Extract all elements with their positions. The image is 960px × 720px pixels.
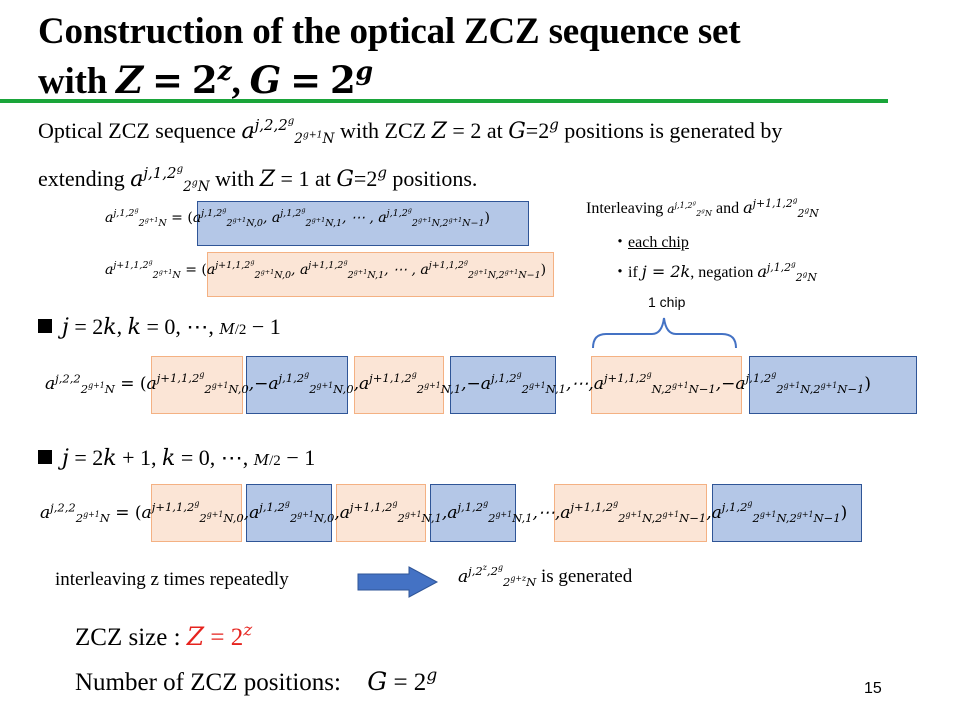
chip-peach-last (591, 356, 742, 414)
chip-odd-peach-0 (151, 484, 242, 542)
chip-blue-0 (246, 356, 348, 414)
repeat-result: aj,2z,2g2g+zN is generated (458, 563, 633, 590)
chip-odd-peach-last (554, 484, 707, 542)
repeat-text: interleaving z times repeatedly (55, 569, 289, 590)
title-line-2: with Z = 2z, G = 2g (38, 55, 373, 102)
chip-odd-peach-1 (336, 484, 426, 542)
seq-a-j12g: aj,1,2g2gN (130, 163, 210, 196)
case-odd-heading: j = 2k + 1, k = 0, ⋯, M/2 − 1 (38, 445, 315, 471)
title-underline (0, 99, 888, 103)
chip-peach-1 (354, 356, 444, 414)
zcz-size-row: ZCZ size : Z = 2z (75, 620, 253, 651)
zcz-size-value: Z = 2z (186, 620, 253, 651)
chip-odd-blue-last (712, 484, 862, 542)
chip-label: 1 chip (648, 294, 686, 310)
seq-a-j22g: aj,2,2g2g+1N (241, 115, 335, 148)
zcz-positions-value: G = 2g (367, 665, 438, 696)
odd-sequence-formula: aj,2,22g+1N = (aj+1,1,2g2g+1N,0,aj,1,2g2… (40, 499, 848, 526)
def-a-j: aj,1,2g2g+1N = (aj,1,2g2g+1N,0, aj,1,2g2… (105, 206, 490, 229)
chip-blue-1 (450, 356, 556, 414)
page-number: 15 (864, 680, 882, 697)
bullet-square-icon (38, 450, 52, 464)
peach-sequence-box (207, 252, 554, 297)
chip-odd-blue-0 (246, 484, 332, 542)
intro-line-1: Optical ZCZ sequence aj,2,2g2g+1N with Z… (38, 115, 783, 148)
interleave-note-line-3: ・if j = 2k, negation aj,1,2g2gN (612, 259, 817, 285)
intro-line-2: extending aj,1,2g2gN with Z = 1 at G=2g … (38, 163, 478, 196)
def-a-j-plus-1: aj+1,1,2g2g+1N = (aj+1,1,2g2g+1N,0, aj+1… (105, 258, 547, 281)
blue-sequence-box (197, 201, 529, 246)
interleave-note-line-2: ・each chip (612, 234, 689, 251)
title-line-1: Construction of the optical ZCZ sequence… (38, 11, 741, 52)
chip-peach-0 (151, 356, 243, 414)
right-arrow-icon (357, 566, 439, 598)
chip-brace-icon (592, 317, 737, 349)
zcz-positions-row: Number of ZCZ positions: G = 2g (75, 665, 438, 696)
interleave-note-line-1: Interleaving aj,1,2g2gN and aj+1,1,2g2gN (586, 195, 819, 221)
case-even-heading: j = 2k, k = 0, ⋯, M/2 − 1 (38, 314, 281, 340)
chip-odd-blue-1 (430, 484, 516, 542)
even-sequence-formula: aj,2,22g+1N = (aj+1,1,2g2g+1N,0,−aj,1,2g… (45, 370, 871, 397)
bullet-square-icon (38, 319, 52, 333)
slide-title: Construction of the optical ZCZ sequence… (38, 8, 741, 106)
chip-blue-last (749, 356, 917, 414)
